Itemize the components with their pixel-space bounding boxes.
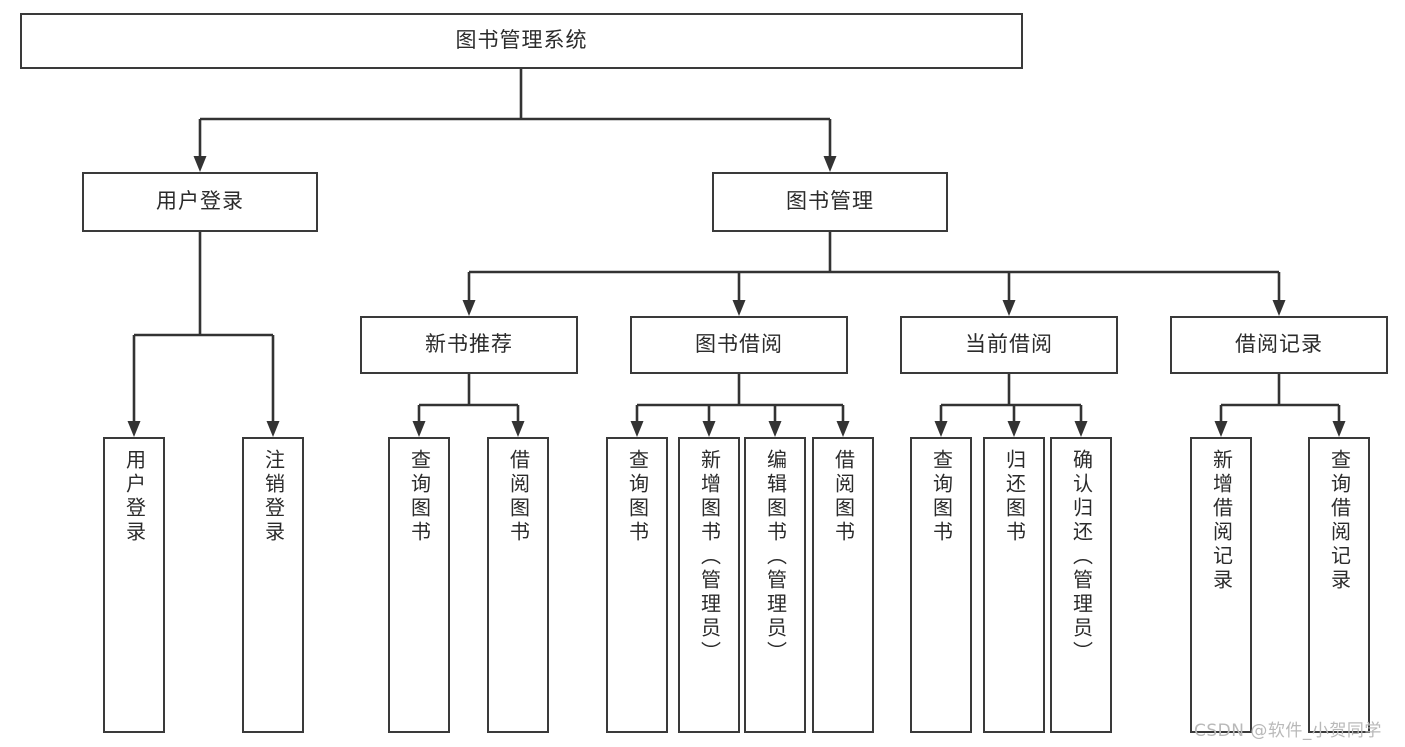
node-root-label: 图书管理系统: [455, 28, 588, 53]
node-leaf-user-login-label: 用户登录: [122, 449, 147, 545]
node-leaf-logout-label: 注销登录: [261, 449, 286, 545]
node-leaf-confirm-return[interactable]: 确认归还（管理员）: [1050, 437, 1112, 733]
node-leaf-logout[interactable]: 注销登录: [242, 437, 304, 733]
node-leaf-query-record-label: 查询借阅记录: [1327, 449, 1352, 593]
node-borrow-record[interactable]: 借阅记录: [1170, 316, 1388, 374]
node-user-login-label: 用户登录: [156, 189, 244, 214]
node-book-borrow-label: 图书借阅: [695, 332, 783, 357]
node-leaf-edit-book[interactable]: 编辑图书（管理员）: [744, 437, 806, 733]
node-leaf-borrow-book-label: 借阅图书: [831, 449, 856, 545]
node-leaf-return-book-label: 归还图书: [1002, 449, 1027, 545]
node-leaf-query-record[interactable]: 查询借阅记录: [1308, 437, 1370, 733]
node-leaf-query-book-cur-label: 查询图书: [929, 449, 954, 545]
node-borrow-record-label: 借阅记录: [1235, 332, 1323, 357]
node-user-login[interactable]: 用户登录: [82, 172, 318, 232]
node-leaf-confirm-return-label: 确认归还（管理员）: [1069, 449, 1094, 665]
node-leaf-borrow-book-rec-label: 借阅图书: [506, 449, 531, 545]
node-new-book-rec-label: 新书推荐: [425, 332, 513, 357]
node-book-borrow[interactable]: 图书借阅: [630, 316, 848, 374]
node-leaf-borrow-book[interactable]: 借阅图书: [812, 437, 874, 733]
node-leaf-user-login[interactable]: 用户登录: [103, 437, 165, 733]
node-leaf-query-book-rec[interactable]: 查询图书: [388, 437, 450, 733]
node-leaf-query-book-rec-label: 查询图书: [407, 449, 432, 545]
node-leaf-add-book[interactable]: 新增图书（管理员）: [678, 437, 740, 733]
node-leaf-add-book-label: 新增图书（管理员）: [697, 449, 722, 665]
node-leaf-borrow-book-rec[interactable]: 借阅图书: [487, 437, 549, 733]
node-leaf-query-book-borrow[interactable]: 查询图书: [606, 437, 668, 733]
node-root[interactable]: 图书管理系统: [20, 13, 1023, 69]
csdn-watermark: CSDN @软件_小贺同学: [1194, 721, 1382, 741]
node-leaf-edit-book-label: 编辑图书（管理员）: [763, 449, 788, 665]
node-current-borrow[interactable]: 当前借阅: [900, 316, 1118, 374]
node-leaf-add-record[interactable]: 新增借阅记录: [1190, 437, 1252, 733]
node-current-borrow-label: 当前借阅: [965, 332, 1053, 357]
node-new-book-rec[interactable]: 新书推荐: [360, 316, 578, 374]
node-book-manage-label: 图书管理: [786, 189, 874, 214]
node-leaf-add-record-label: 新增借阅记录: [1209, 449, 1234, 593]
node-leaf-query-book-cur[interactable]: 查询图书: [910, 437, 972, 733]
node-leaf-return-book[interactable]: 归还图书: [983, 437, 1045, 733]
node-book-manage[interactable]: 图书管理: [712, 172, 948, 232]
node-leaf-query-book-borrow-label: 查询图书: [625, 449, 650, 545]
